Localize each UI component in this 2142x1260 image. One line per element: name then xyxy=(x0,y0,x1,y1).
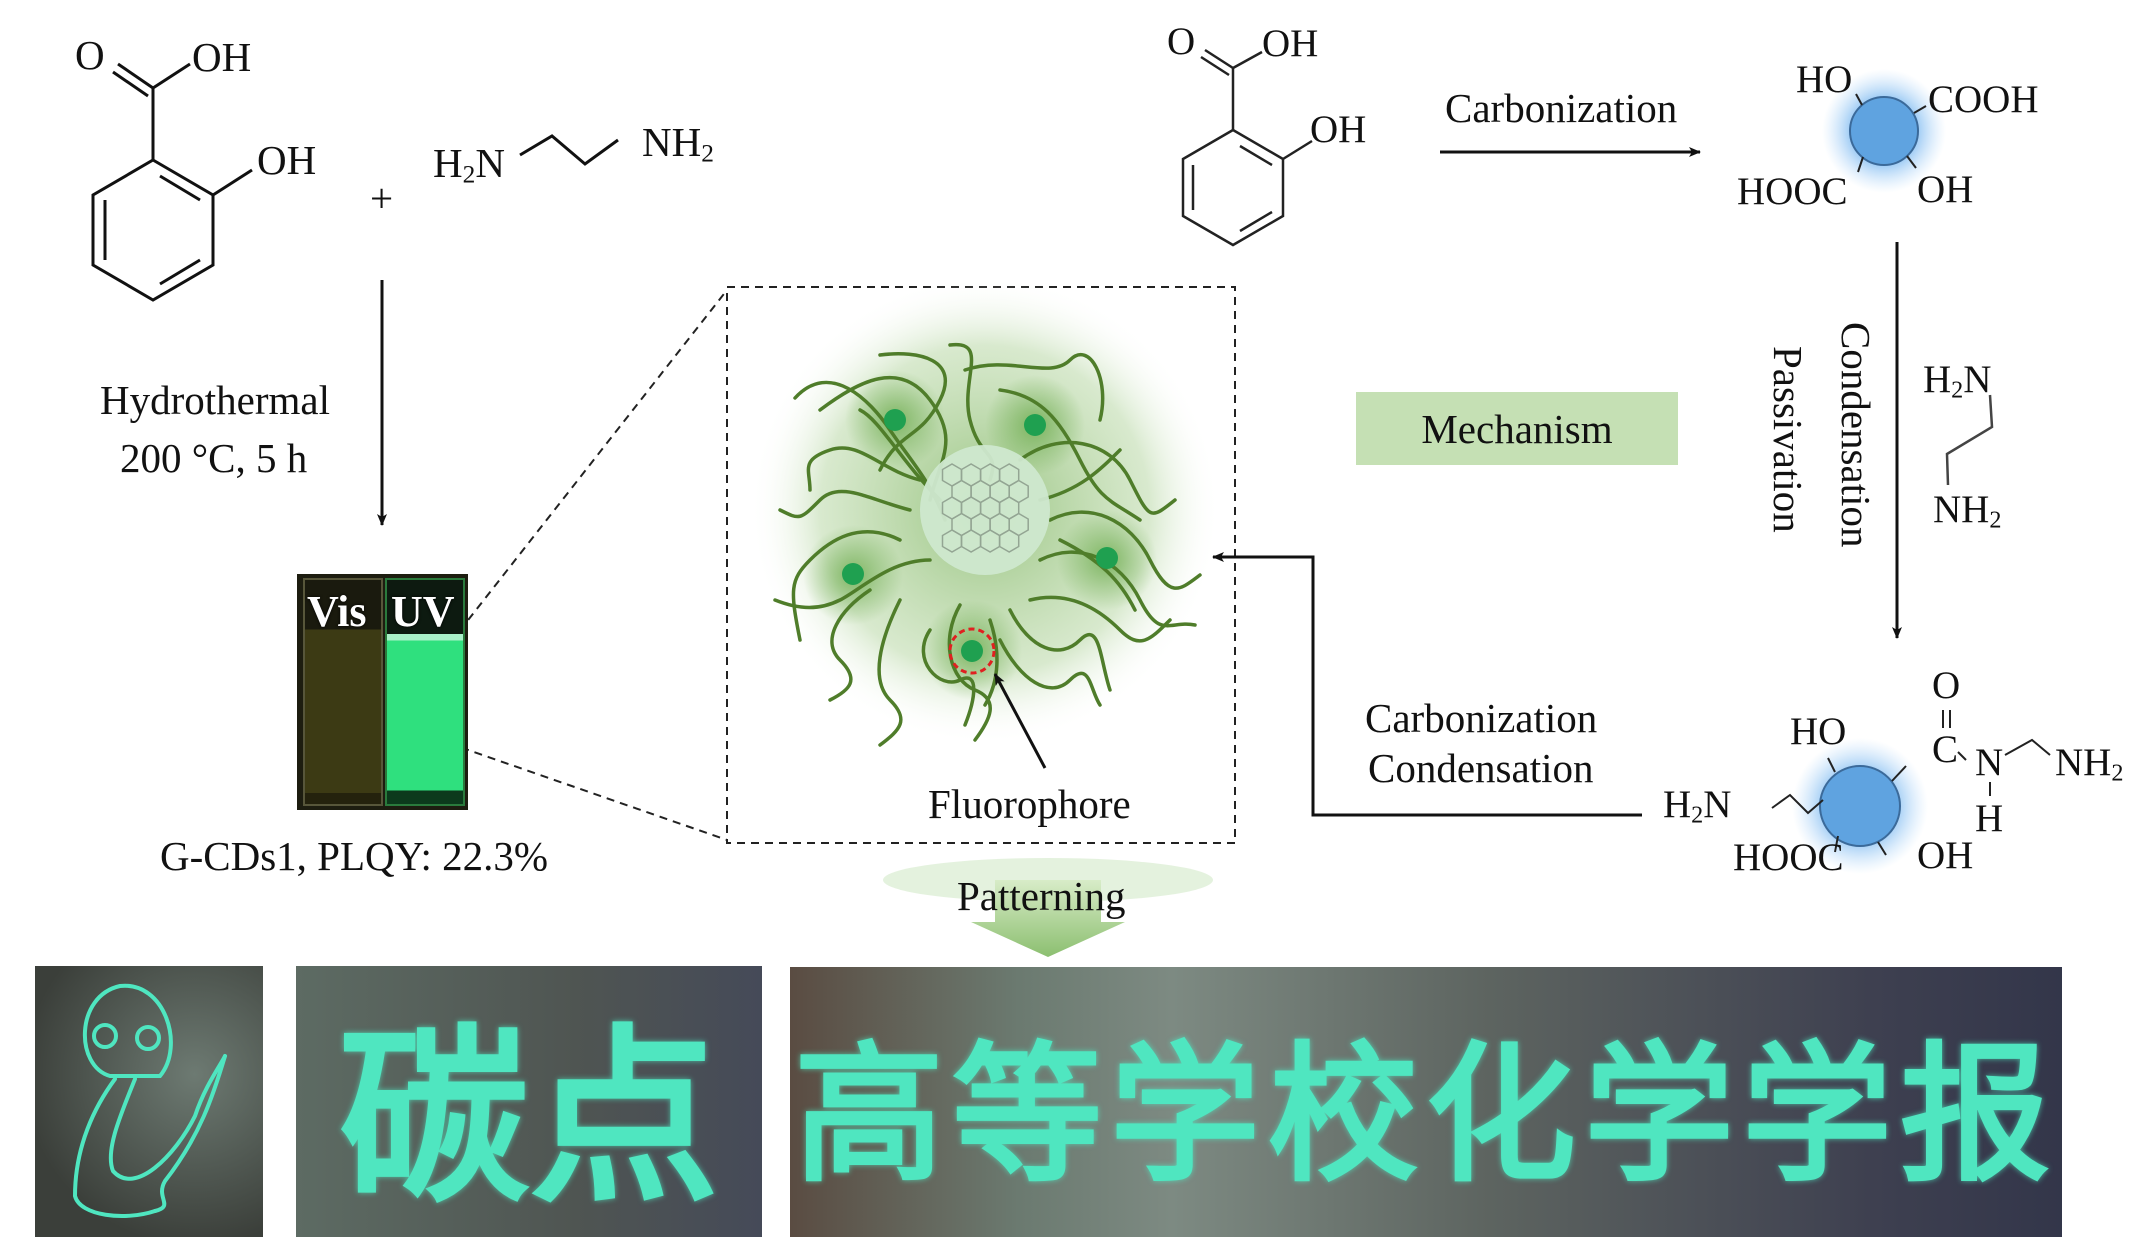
carbon-core-intermediate xyxy=(1822,69,1946,193)
product-n: N xyxy=(1975,741,2004,784)
intermediate-oh: OH xyxy=(1917,168,1974,211)
intermediate-cooh: COOH xyxy=(1928,78,2039,121)
reagent-h2n: H2N xyxy=(1923,358,1992,404)
eda-nh2-label: NH2 xyxy=(642,119,714,168)
fluorophore-highlight-circle xyxy=(948,627,996,675)
product-caption: G-CDs1, PLQY: 22.3% xyxy=(160,833,549,879)
carbon-core-functionalized xyxy=(1771,710,2051,874)
hydrothermal-conditions: 200 °C, 5 h xyxy=(120,435,308,481)
cuvette-uv xyxy=(385,578,465,806)
carboxyl-o-label: O xyxy=(75,32,105,78)
carbonization-label-2: Carbonization xyxy=(1365,695,1598,741)
fluorophore-dot xyxy=(1096,547,1118,569)
product-h2n: H2N xyxy=(1663,783,1732,829)
product-ho: HO xyxy=(1790,710,1847,753)
vis-label: Vis xyxy=(307,587,367,636)
condensation-label-2: Condensation xyxy=(1368,745,1594,791)
patterning-arrow xyxy=(883,858,1213,957)
precursor-oh-carboxyl: OH xyxy=(1262,22,1319,65)
product-nh2: NH2 xyxy=(2055,741,2124,787)
salicylic-acid-structure-left xyxy=(91,62,253,302)
phenol-oh-label: OH xyxy=(257,137,317,183)
carbonization-label: Carbonization xyxy=(1445,85,1678,131)
passivation-label: Passivation xyxy=(1765,346,1811,533)
precursor-oh-phenol: OH xyxy=(1310,108,1367,151)
mechanism-badge: Mechanism xyxy=(1356,392,1678,465)
product-hooc: HOOC xyxy=(1733,836,1844,879)
fluorophore-pointer-arrow xyxy=(993,673,1047,769)
salicylic-acid-structure-mechanism xyxy=(1181,48,1313,247)
fluorophore-dot xyxy=(961,640,983,662)
cuvette-photo: Vis UV xyxy=(297,574,468,810)
graphitic-core xyxy=(920,445,1050,575)
journal-name-characters: 高等学校化学学报 xyxy=(793,1028,2058,1203)
product-oh: OH xyxy=(1917,834,1974,877)
intermediate-ho: HO xyxy=(1796,58,1853,101)
hexagon-lattice xyxy=(941,463,1029,553)
journal-name-characters-photo: 高等学校化学学报 xyxy=(790,967,2062,1237)
hexagon-cell xyxy=(998,529,1020,553)
ethylenediamine-chain-left xyxy=(519,134,619,166)
product-c: C xyxy=(1932,728,1959,771)
snake-drawing-photo xyxy=(35,966,263,1237)
fluorophore-dot xyxy=(1024,414,1046,436)
fluorophore-label: Fluorophore xyxy=(928,781,1131,827)
carbon-dot-illustration xyxy=(750,275,1220,769)
carbonization-condensation-arrow xyxy=(1212,552,1642,817)
cuvette-vis xyxy=(303,578,383,806)
hydrothermal-label: Hydrothermal xyxy=(100,377,330,423)
patterning-label: Patterning xyxy=(957,873,1126,919)
intermediate-hooc: HOOC xyxy=(1737,170,1848,213)
plus-sign: + xyxy=(370,175,394,221)
carbon-dots-characters: 碳点 xyxy=(338,1008,719,1229)
fluorophore-dot xyxy=(842,563,864,585)
snake-drawing-icon xyxy=(72,983,227,1218)
uv-label: UV xyxy=(391,587,455,636)
eda-h2n-label: H2N xyxy=(433,140,505,189)
precursor-o-label: O xyxy=(1167,20,1196,63)
product-o: O xyxy=(1932,664,1961,707)
reagent-nh2: NH2 xyxy=(1933,488,2002,534)
product-h: H xyxy=(1975,797,2004,840)
fluorophore-dot xyxy=(884,409,906,431)
condensation-label: Condensation xyxy=(1833,322,1879,548)
mechanism-title: Mechanism xyxy=(1421,405,1613,452)
carbon-dots-characters-photo: 碳点 xyxy=(296,966,762,1237)
ethylenediamine-chain-right xyxy=(1945,394,1994,486)
carboxyl-oh-label: OH xyxy=(192,34,252,80)
